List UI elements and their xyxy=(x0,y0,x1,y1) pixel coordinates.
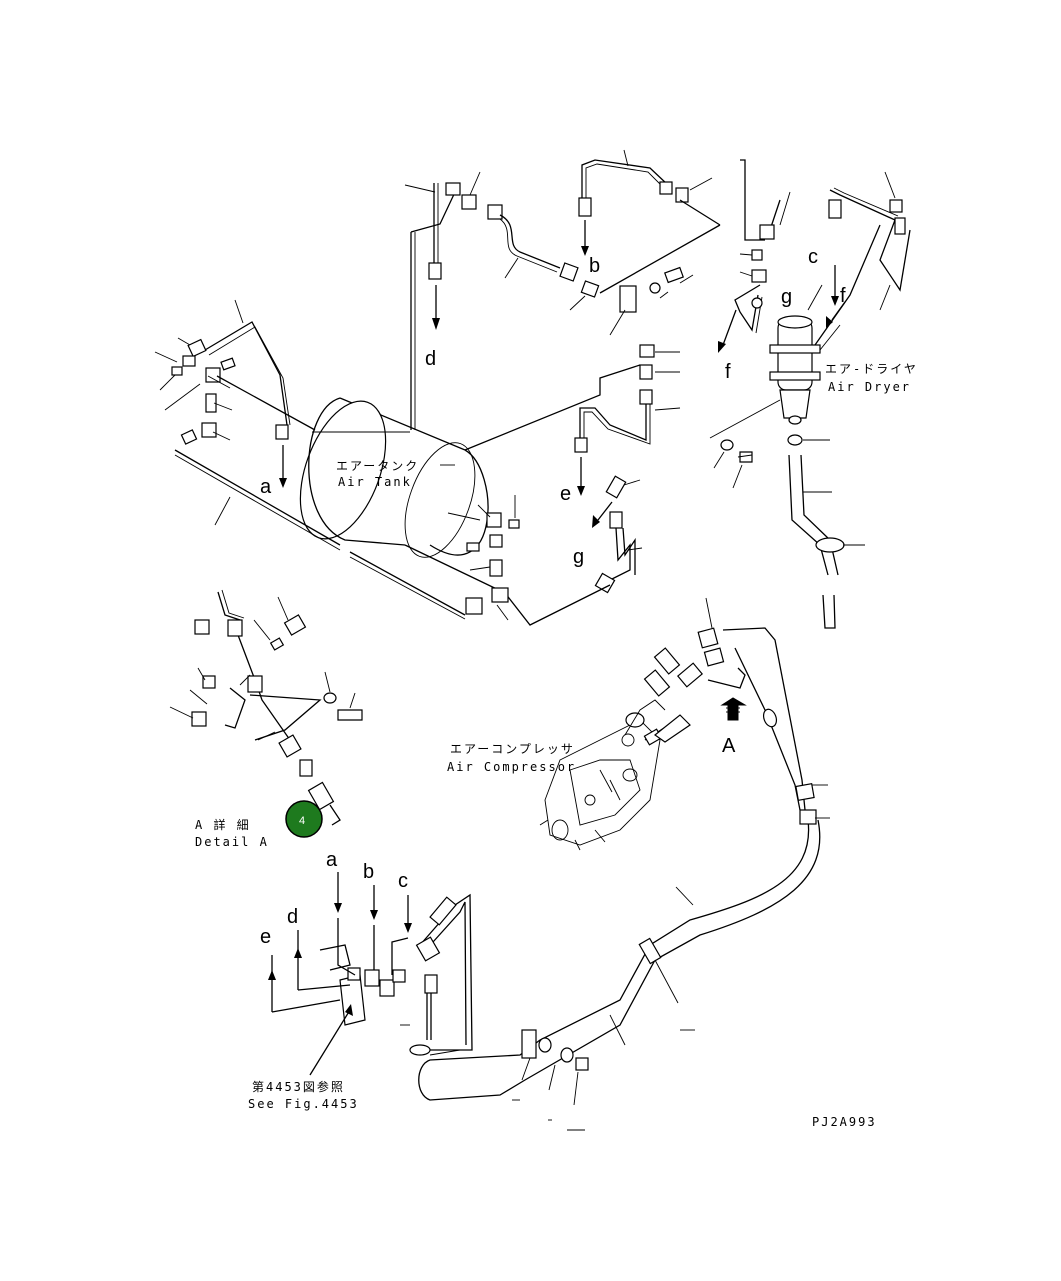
marker-a-upper: a xyxy=(260,476,272,498)
marker-c-lower: c xyxy=(398,870,408,892)
detail-a-en-label: Detail A xyxy=(195,835,269,849)
marker-e-lower: e xyxy=(260,926,271,948)
view-arrow-a xyxy=(720,697,747,721)
see-fig-jp-label: 第4453図参照 xyxy=(252,1079,345,1094)
drawing-code: PJ2A993 xyxy=(812,1115,877,1129)
marker-f-upper: f xyxy=(840,285,846,307)
air-dryer-jp-label: エア-ドライヤ xyxy=(825,362,918,376)
callout-badge-4[interactable]: 4 xyxy=(285,800,323,838)
air-dryer-en-label: Air Dryer xyxy=(828,380,911,394)
marker-g-upper: g xyxy=(781,286,792,308)
marker-b-upper: b xyxy=(589,255,600,277)
marker-e-upper: e xyxy=(560,483,571,505)
see-fig-en-label: See Fig.4453 xyxy=(248,1097,359,1111)
view-a-label: A xyxy=(722,735,736,757)
marker-a-lower: a xyxy=(326,849,338,871)
marker-c-upper: c xyxy=(808,246,818,268)
detail-a-assembly xyxy=(169,589,363,826)
marker-f-lower: f xyxy=(725,361,731,383)
compressor-outlet-fittings xyxy=(643,597,806,811)
tank-drain-fittings xyxy=(466,495,520,577)
upper-middle-piping xyxy=(404,149,765,430)
air-compressor[interactable] xyxy=(539,699,691,851)
marker-g-lower: g xyxy=(573,546,584,568)
air-compressor-jp-label: エアーコンプレッサ xyxy=(450,742,575,756)
detail-a-jp-label: A 詳 細 xyxy=(195,817,251,832)
air-tank-en-label: Air Tank xyxy=(338,475,412,489)
air-dryer-piping xyxy=(713,171,911,629)
marker-d-lower: d xyxy=(287,906,298,928)
lower-valve-block xyxy=(268,872,473,1076)
delivery-hose xyxy=(418,708,830,1131)
marker-d-upper: d xyxy=(425,348,436,370)
air-tank[interactable] xyxy=(284,390,506,594)
mid-right-piping xyxy=(464,344,681,626)
upper-left-fittings xyxy=(154,299,316,445)
tank-strap-rod xyxy=(174,449,466,616)
air-compressor-en-label: Air Compressor xyxy=(447,760,576,774)
arrow-a-upper xyxy=(279,445,287,488)
air-dryer[interactable] xyxy=(709,315,821,439)
callout-badge-number: 4 xyxy=(299,815,305,827)
air-tank-jp-label: エアータンク xyxy=(336,459,419,473)
marker-b-lower: b xyxy=(363,861,374,883)
